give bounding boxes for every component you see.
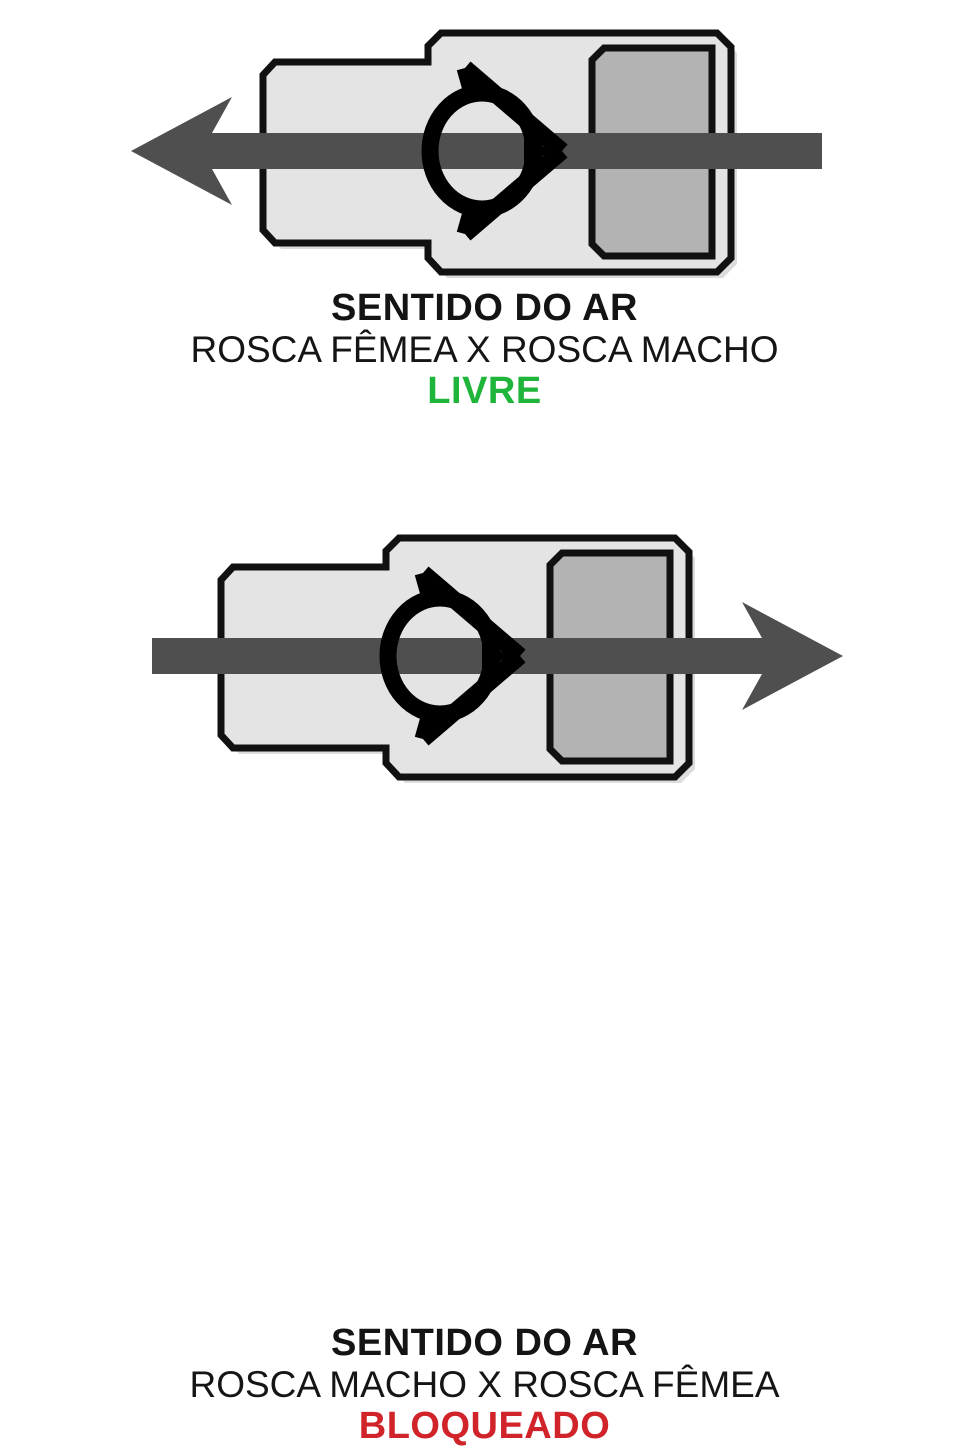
check-valve-symbol [421, 61, 568, 241]
check-valve-seat-tip [482, 642, 510, 670]
status-badge-blocked: BLOQUEADO [358, 1405, 611, 1448]
caption-title-blocked: SENTIDO DO AR [331, 1322, 638, 1364]
panel-blocked: SENTIDO DO AR ROSCA MACHO X ROSCA FÊMEA … [0, 500, 969, 1447]
check-valve-diagram-blocked [0, 500, 969, 820]
caption-title-free: SENTIDO DO AR [331, 287, 638, 329]
panel-free: SENTIDO DO AR ROSCA FÊMEA X ROSCA MACHO … [0, 0, 969, 500]
caption-subtitle-free: ROSCA FÊMEA X ROSCA MACHO [190, 329, 779, 371]
airflow-arrow-left [131, 97, 822, 205]
caption-free: SENTIDO DO AR ROSCA FÊMEA X ROSCA MACHO … [0, 287, 969, 413]
status-badge-free: LIVRE [427, 370, 542, 413]
airflow-arrow-right [152, 602, 843, 710]
check-valve-diagram-free [0, 0, 969, 290]
caption-subtitle-blocked: ROSCA MACHO X ROSCA FÊMEA [189, 1364, 780, 1406]
caption-blocked: SENTIDO DO AR ROSCA MACHO X ROSCA FÊMEA … [0, 1322, 969, 1448]
check-valve-seat-tip [524, 137, 552, 165]
